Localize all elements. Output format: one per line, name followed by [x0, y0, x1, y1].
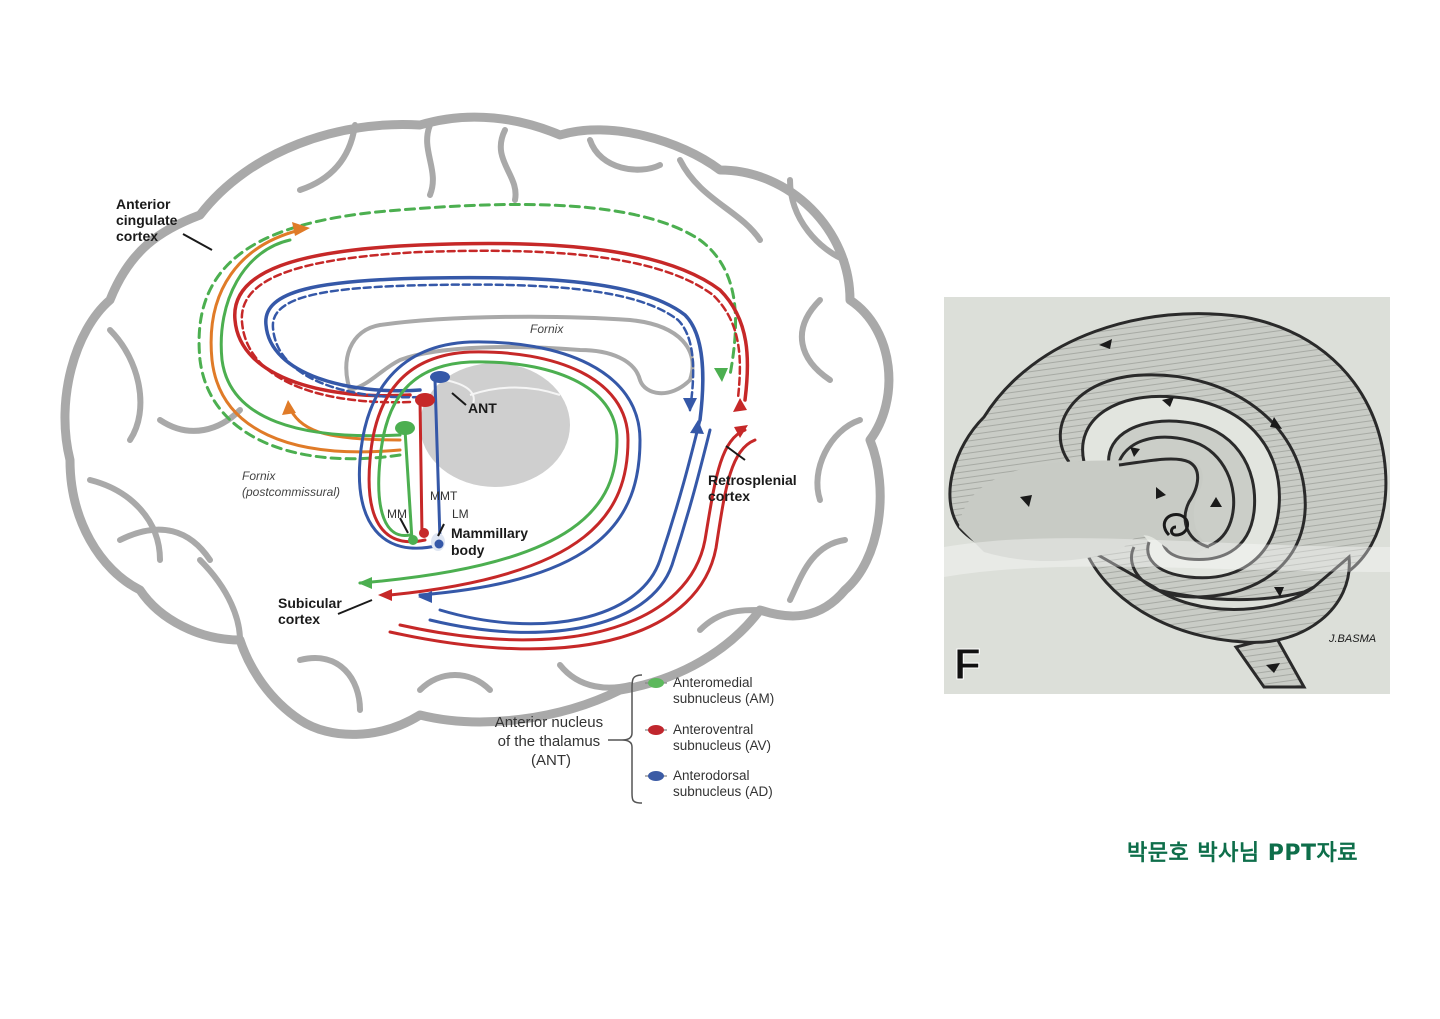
sketch-arrow-9 — [1130, 447, 1140, 457]
ad-nucleus-dot — [430, 371, 450, 383]
svg-text:Anteromedial: Anteromedial — [673, 675, 753, 690]
label-subicular: Subicular cortex — [278, 595, 346, 627]
legend: Anterior nucleus of the thalamus (ANT) A… — [495, 674, 774, 804]
brain-sulci — [87, 122, 863, 713]
sketch-arrow-7 — [1274, 587, 1284, 597]
label-fornix: Fornix — [530, 322, 564, 336]
sketch-spiral-1 — [1058, 373, 1307, 599]
am-nucleus-dot — [395, 421, 415, 435]
blue-arrow-retrosplenial — [683, 398, 697, 412]
av-retrosplenial-return-2 — [388, 438, 757, 651]
svg-text:Anterodorsal: Anterodorsal — [673, 768, 750, 783]
av-fornix — [367, 350, 630, 597]
svg-text:Anteroventral: Anteroventral — [673, 722, 753, 737]
nuclei — [395, 371, 450, 551]
ad-retrosplenial-return — [438, 418, 702, 626]
av-mmt — [418, 398, 424, 537]
sketch-arrow-5 — [1156, 487, 1166, 499]
corpus-callosum — [344, 314, 695, 396]
source-caption: 박문호 박사님 PPT자료 — [1127, 841, 1358, 866]
legend-item-am: Anteromedial subnucleus (AM) — [645, 675, 774, 706]
sketch-spiral-4 — [1117, 435, 1236, 550]
sketch-arrow-8 — [1266, 663, 1280, 673]
am-legend-marker — [648, 678, 664, 688]
svg-text:subnucleus (AM): subnucleus (AM) — [673, 691, 774, 706]
papez-circuit-diagram: Anterior cingulate cortex Fornix ANT For… — [60, 112, 894, 804]
ad-mmt — [433, 378, 442, 542]
sketch-panel-letter: F — [954, 640, 981, 689]
sketch-arrow-2 — [1162, 397, 1174, 407]
green-arrow-subicular — [358, 577, 372, 589]
sketch-arrow-3 — [1270, 417, 1282, 429]
mm-dot-green — [408, 535, 418, 545]
sketch-flow-arrows — [1020, 339, 1284, 673]
sketch-arrow-6 — [1210, 497, 1222, 507]
red-arrow-rs-low — [734, 425, 748, 438]
thalamus-lamina — [444, 379, 561, 411]
label-lm: LM — [452, 507, 469, 521]
label-mm: MM — [387, 507, 407, 521]
am-fornix — [358, 360, 619, 585]
red-arrow-retrosplenial — [733, 398, 747, 412]
ad-legend-marker — [648, 771, 664, 781]
legend-item-ad: Anterodorsal subnucleus (AD) — [645, 768, 773, 799]
sketch-arrow-4 — [1020, 495, 1032, 507]
blue-arrow-up — [690, 420, 704, 434]
am-mmt — [403, 428, 414, 542]
legend-item-av: Anteroventral subnucleus (AV) — [645, 722, 771, 753]
leader-lines — [182, 233, 746, 615]
spiral-brain-sketch: J.BASMA F — [944, 297, 1390, 694]
sketch-lower-lobe — [1081, 543, 1351, 644]
blue-arrow-subicular — [418, 591, 432, 603]
arrowheads — [282, 222, 748, 603]
sketch-central-outline — [1118, 457, 1210, 549]
mm-dot-red — [419, 528, 429, 538]
av-nucleus-dot — [415, 393, 435, 407]
ad-fornix — [357, 340, 642, 597]
av-cingulum-dashed — [240, 249, 742, 404]
ad-retrosplenial-return-2 — [428, 428, 712, 634]
sketch-glare — [944, 538, 1390, 577]
red-arrow-subicular — [378, 589, 392, 601]
green-arrow-retrosplenial — [714, 368, 728, 382]
sketch-signature: J.BASMA — [1328, 633, 1376, 645]
sketch-central-body — [959, 456, 1209, 562]
av-retrosplenial-return — [398, 428, 747, 642]
lm-dot-blue-core — [434, 539, 444, 549]
label-retrosplenial: Retrosplenial cortex — [708, 472, 801, 504]
av-cingulum-solid — [233, 241, 750, 402]
label-ant: ANT — [468, 400, 497, 416]
sketch-drawing: J.BASMA F — [944, 297, 1390, 694]
orange-arrow-top — [292, 222, 310, 236]
svg-text:subnucleus (AD): subnucleus (AD) — [673, 784, 773, 799]
pathways — [197, 202, 757, 651]
svg-text:subnucleus (AV): subnucleus (AV) — [673, 738, 771, 753]
orange-arrow-mid — [282, 400, 296, 415]
am-cingulum-solid — [219, 238, 402, 438]
label-anterior-cingulate: Anterior cingulate cortex — [116, 196, 181, 244]
legend-group-label: Anterior nucleus of the thalamus (ANT) — [495, 714, 608, 769]
orange-path-outer — [209, 228, 402, 454]
label-mmt: MMT — [430, 489, 458, 503]
thalamus — [420, 363, 570, 487]
av-legend-marker — [648, 725, 664, 735]
ad-cingulum-dashed — [271, 283, 695, 412]
label-fornix-postcommissural: Fornix (postcommissural) — [242, 469, 340, 499]
sketch-arrow-1 — [1099, 339, 1112, 349]
sketch-core-spiral — [1162, 513, 1189, 537]
legend-brace — [608, 674, 643, 804]
am-cingulum-dashed — [197, 202, 738, 461]
label-mammillary-body: Mammillary body — [451, 525, 532, 558]
